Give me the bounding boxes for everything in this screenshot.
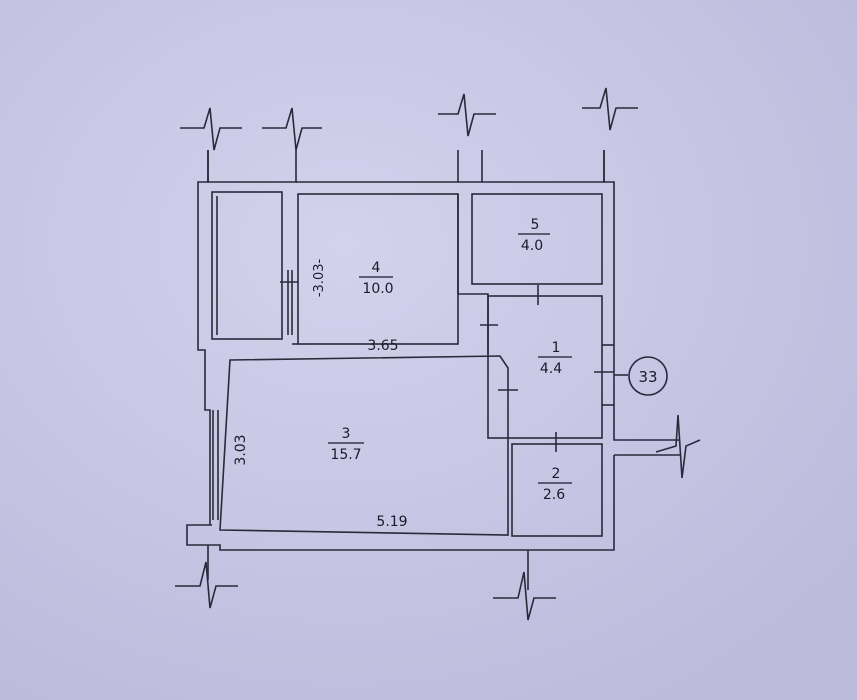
break-symbol-5 <box>175 561 238 609</box>
room-area: 2.6 <box>543 487 565 503</box>
dimension-room3-height: 3.03 <box>233 434 249 465</box>
room-label-4: 4 10.0 <box>359 260 394 297</box>
room-area: 4.4 <box>540 361 562 377</box>
door-marks <box>280 281 614 452</box>
room-area: 4.0 <box>521 238 543 254</box>
room-number: 2 <box>552 466 561 482</box>
room-label-1: 1 4.4 <box>538 340 572 377</box>
break-symbols <box>175 87 701 621</box>
room-1-outline <box>487 295 603 439</box>
wall-left-outer <box>197 150 211 525</box>
break-symbol-1 <box>180 107 242 151</box>
wall-bottom-right <box>528 455 615 551</box>
room-number: 1 <box>552 340 561 356</box>
room-number: 4 <box>372 260 381 276</box>
room-label-2: 2 2.6 <box>538 466 572 503</box>
break-symbol-6 <box>493 571 556 621</box>
break-symbol-4 <box>582 87 638 131</box>
loggia <box>211 191 283 340</box>
break-symbol-3 <box>438 93 496 137</box>
apartment-number: 33 <box>638 368 657 386</box>
break-symbol-2 <box>262 107 322 151</box>
room-3-outline <box>219 355 509 536</box>
dimension-room4-width: 3.65 <box>367 338 398 354</box>
room-number: 3 <box>342 426 351 442</box>
room-number: 5 <box>531 217 540 233</box>
room-2-outline <box>511 443 603 537</box>
room-area: 15.7 <box>330 447 361 463</box>
wall-right-outer <box>603 150 680 441</box>
room-area: 10.0 <box>362 281 393 297</box>
dimension-room4-height: -3.03- <box>312 259 327 298</box>
room-label-5: 5 4.0 <box>518 217 550 254</box>
apartment-circle <box>628 356 668 396</box>
room-5-outline <box>471 193 603 285</box>
walls <box>186 150 680 590</box>
break-symbol-7 <box>655 414 701 479</box>
wall-bottom <box>186 524 528 551</box>
room-label-3: 3 15.7 <box>328 426 364 463</box>
dimension-room3-width: 5.19 <box>376 514 407 530</box>
